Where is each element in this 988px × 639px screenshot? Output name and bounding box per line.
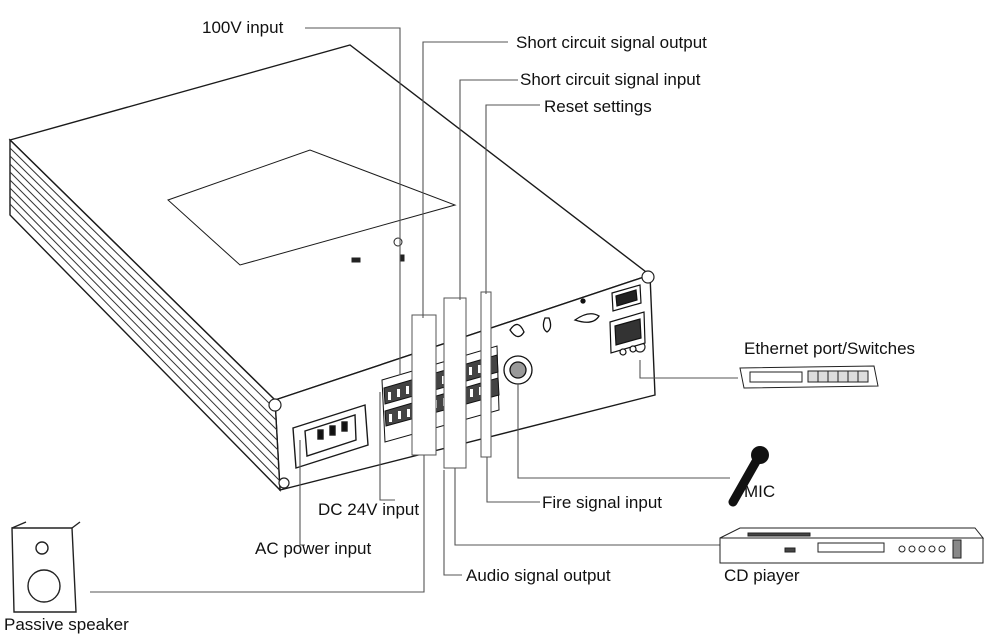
leader-lines bbox=[90, 27, 738, 593]
ethernet-switch bbox=[739, 365, 879, 389]
passive-speaker bbox=[11, 521, 81, 613]
ethernet-ports bbox=[609, 284, 646, 356]
label-short-circuit-input: Short circuit signal input bbox=[520, 70, 701, 89]
label-passive-speaker: Passive speaker bbox=[4, 615, 129, 634]
label-mic: MIC bbox=[744, 482, 776, 501]
front-controls bbox=[503, 298, 600, 385]
ac-socket bbox=[292, 404, 369, 469]
microphone bbox=[728, 446, 769, 507]
label-audio-signal-output: Audio signal output bbox=[466, 566, 611, 585]
label-100v-input: 100V input bbox=[202, 18, 284, 37]
label-reset-settings: Reset settings bbox=[544, 97, 652, 116]
leader-bars bbox=[411, 291, 492, 469]
label-ac-power-input: AC power input bbox=[255, 539, 372, 558]
label-dc-24v-input: DC 24V input bbox=[318, 500, 420, 519]
label-fire-signal-input: Fire signal input bbox=[542, 493, 663, 512]
label-cd-player: CD piayer bbox=[724, 566, 800, 585]
top-label-plate bbox=[167, 149, 457, 266]
cd-player bbox=[719, 527, 985, 564]
top-marks bbox=[351, 237, 405, 263]
label-short-circuit-output: Short circuit signal output bbox=[516, 33, 707, 52]
heatsink-fins bbox=[9, 147, 280, 481]
label-ethernet-port: Ethernet port/Switches bbox=[744, 339, 916, 358]
